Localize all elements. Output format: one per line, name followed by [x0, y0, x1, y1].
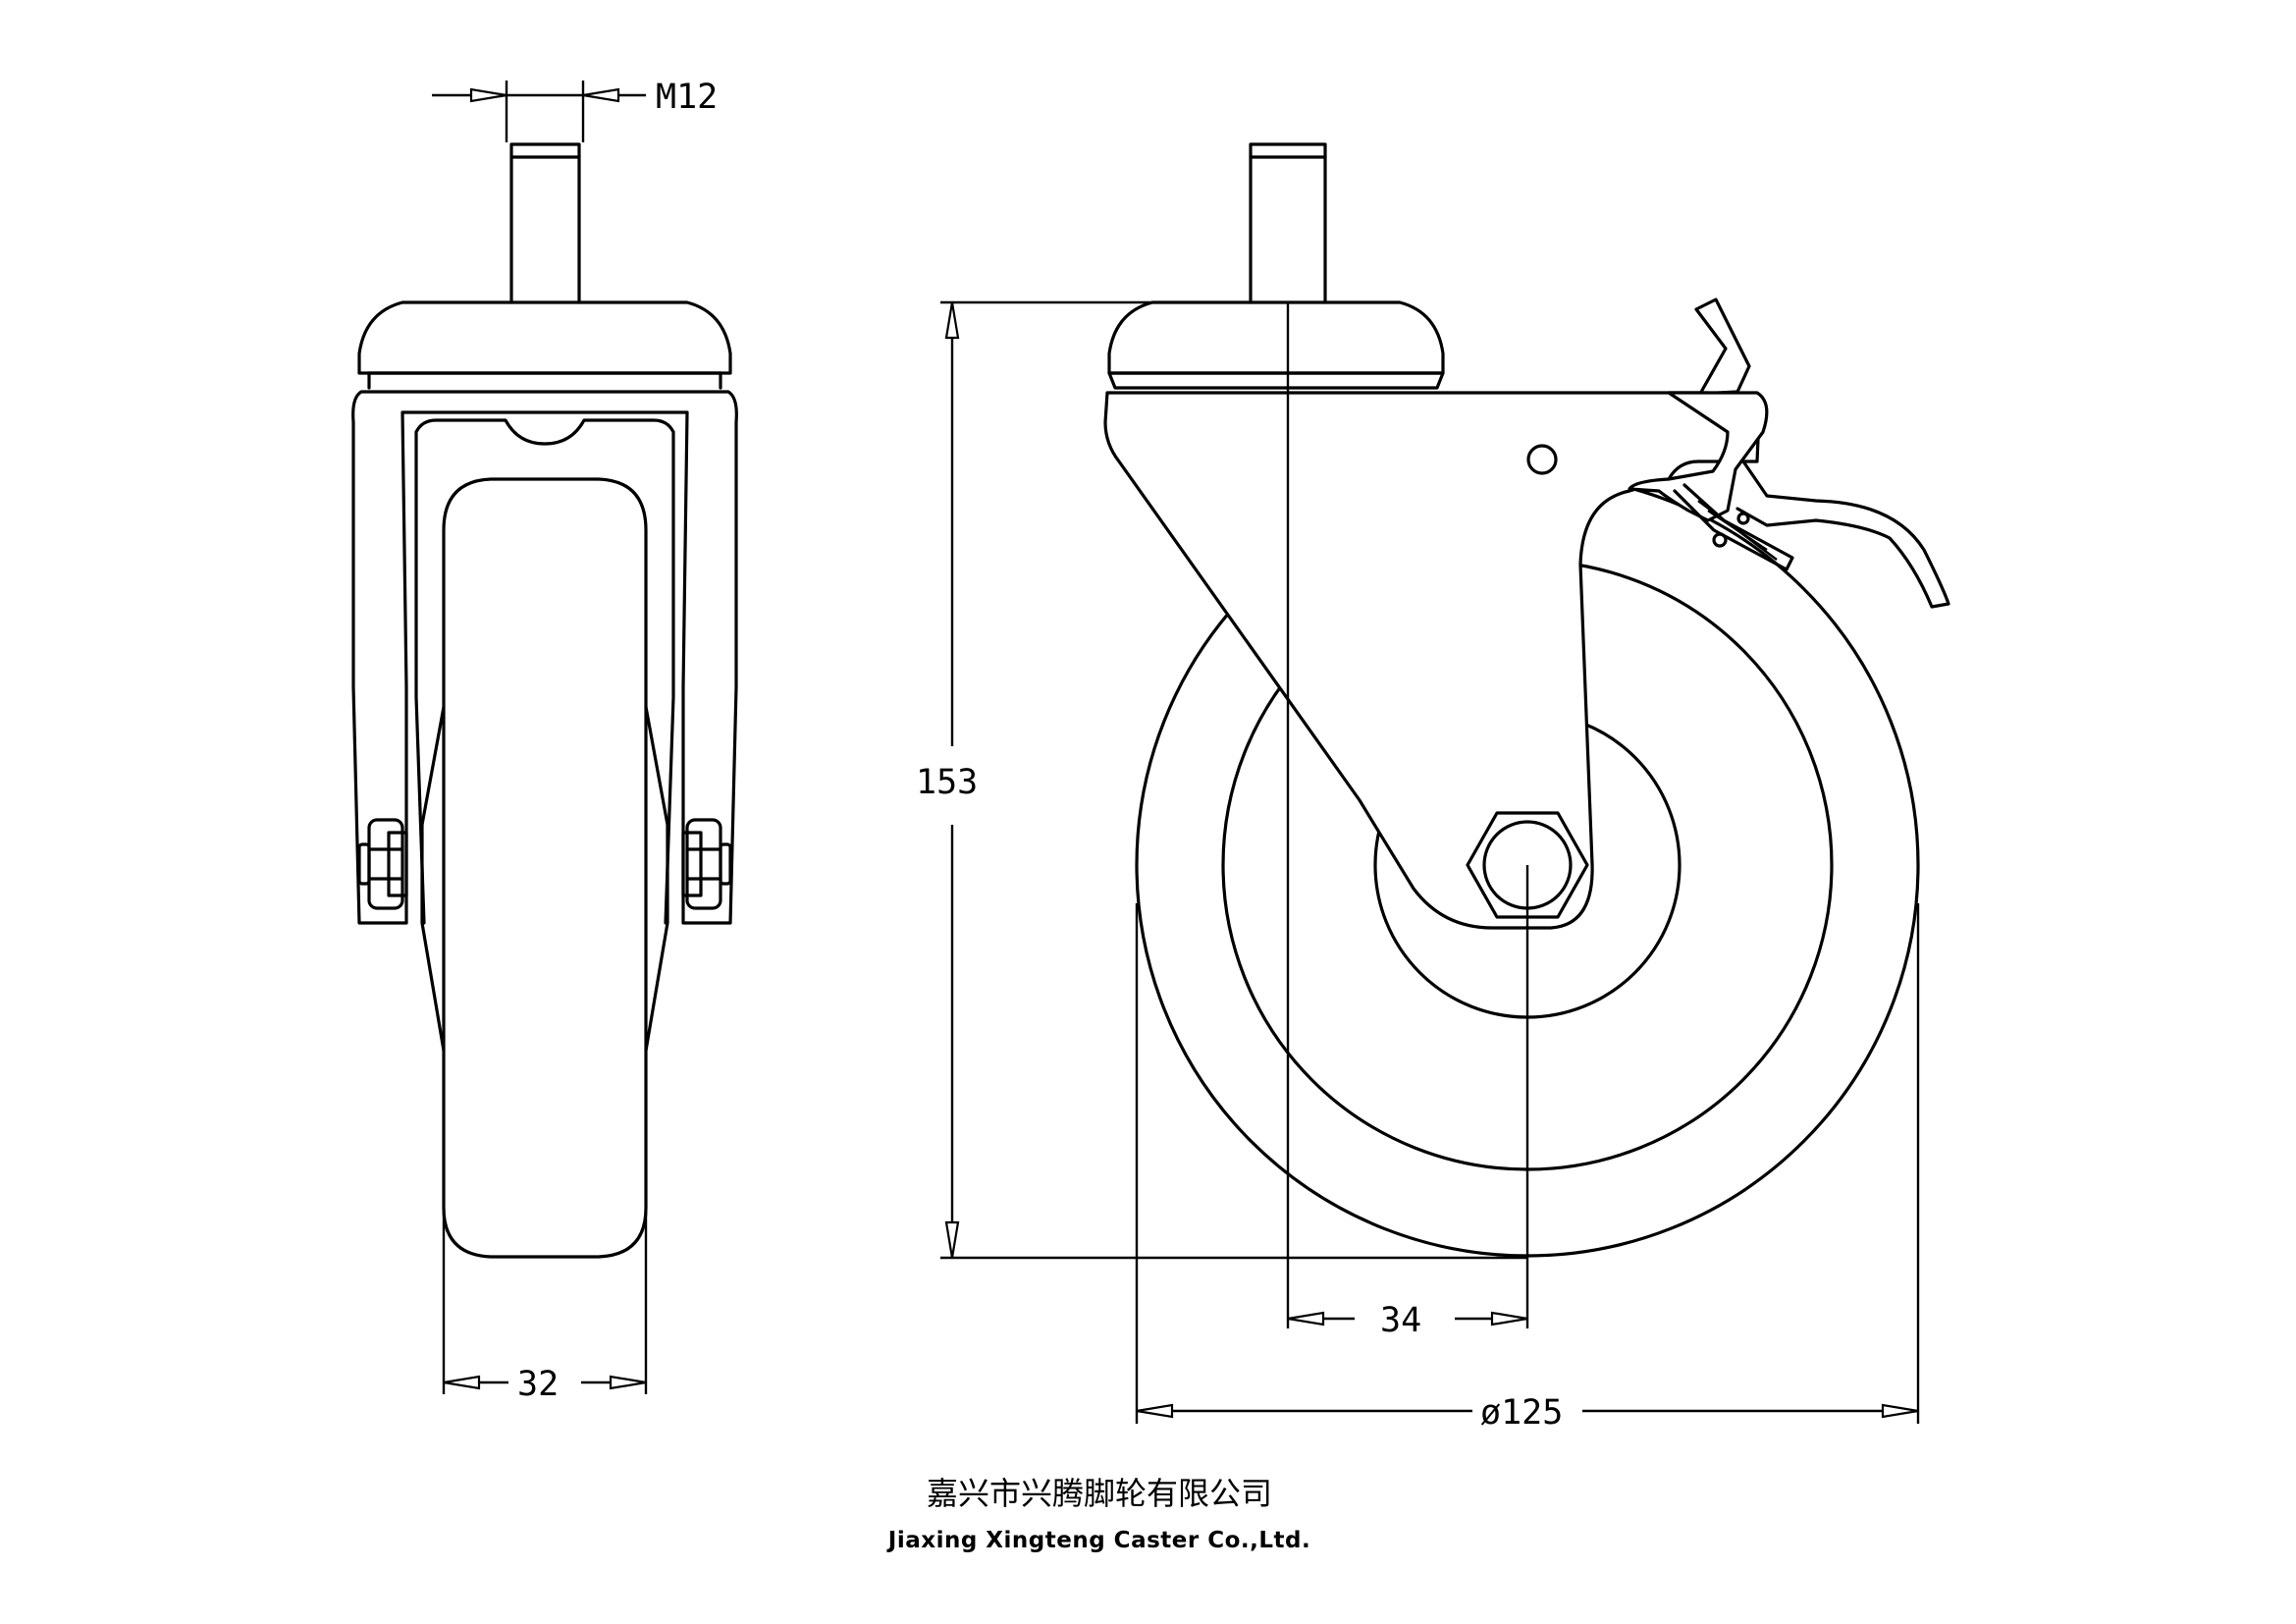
side-wheel — [442, 477, 648, 1259]
brake-arm — [1735, 460, 1950, 609]
side-view — [351, 142, 738, 1259]
front-top-cap — [1107, 300, 1445, 375]
dim-wheel-width-label: 32 — [517, 1365, 559, 1404]
dim-offset-label: 34 — [1380, 1301, 1421, 1340]
dim-height: 153 — [916, 300, 1527, 1260]
dim-wheel-diameter: ø125 — [1135, 903, 1920, 1433]
dim-wheel-diameter-label: ø125 — [1480, 1393, 1563, 1433]
side-hub-flare — [420, 705, 669, 1053]
title-block: 嘉兴市兴腾脚轮有限公司 Jiaxing Xingteng Caster Co.,… — [886, 1475, 1310, 1553]
front-bolt-hole — [1526, 444, 1558, 475]
brake-pedal — [1694, 298, 1751, 396]
front-fork — [1103, 391, 1761, 930]
brake-lever — [1628, 391, 1769, 522]
side-top-cap — [357, 300, 732, 375]
side-stem — [509, 142, 581, 304]
side-fork-outer — [351, 390, 738, 925]
dim-height-label: 153 — [916, 763, 978, 802]
dim-offset: 34 — [1286, 302, 1529, 1340]
dim-wheel-width: 32 — [442, 1178, 648, 1404]
dim-thread: M12 — [432, 78, 718, 142]
company-name-cn: 嘉兴市兴腾脚轮有限公司 — [927, 1475, 1272, 1512]
front-stem — [1249, 142, 1327, 304]
dim-thread-label: M12 — [656, 78, 718, 117]
dimensions: M12 153 34 — [432, 78, 1920, 1433]
company-name-en: Jiaxing Xingteng Caster Co.,Ltd. — [886, 1528, 1310, 1553]
